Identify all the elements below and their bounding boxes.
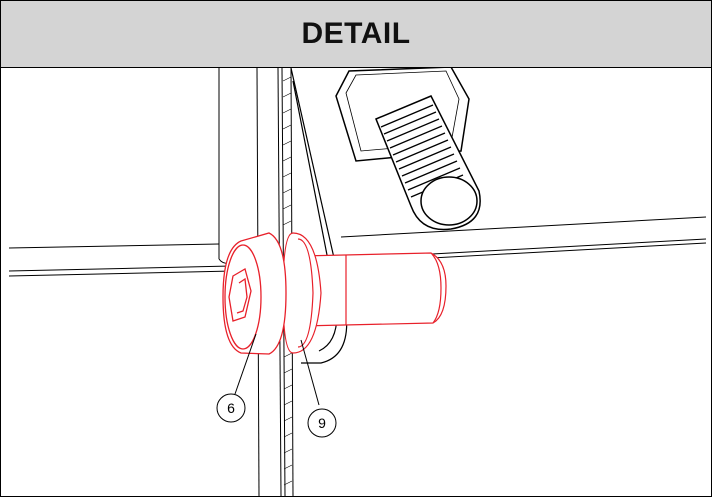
threaded-bolt <box>375 95 481 231</box>
screw-head-6 <box>222 232 287 355</box>
callout-9: 9 <box>307 408 337 438</box>
detail-title: DETAIL <box>301 17 411 50</box>
screw-shank <box>300 252 447 327</box>
callout-6: 6 <box>216 393 246 423</box>
plate-hatch <box>282 76 293 486</box>
leader-lines <box>234 333 320 406</box>
detail-drawing: 6 9 <box>8 68 707 496</box>
detail-header: DETAIL <box>1 1 711 68</box>
washer-9 <box>282 232 322 354</box>
callout-6-label: 6 <box>227 400 235 416</box>
callout-9-label: 9 <box>318 415 326 431</box>
